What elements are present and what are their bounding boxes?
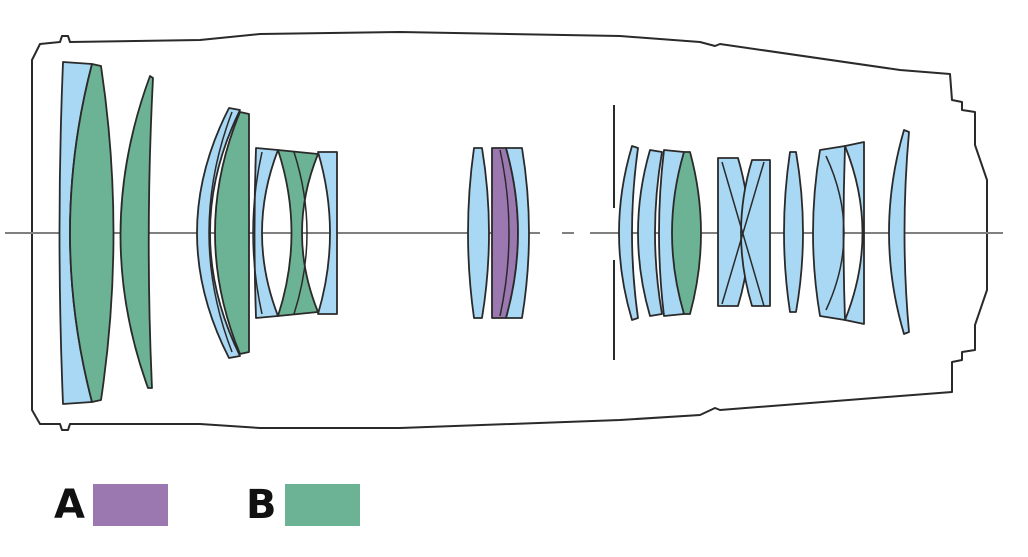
legend-item-b: B: [246, 480, 360, 530]
lens-element-20-normal: [844, 141, 865, 325]
lens-barrel-outline: [31, 31, 988, 431]
cemented-surface-7: [825, 155, 845, 311]
lens-element-11-normal: [505, 147, 530, 319]
legend-label-a: A: [54, 482, 85, 528]
cemented-surface-6: [721, 161, 765, 305]
lens-element-12-normal: [618, 145, 639, 321]
lens-element-4-normal: [196, 107, 241, 359]
lens-element-7-b-glass: [277, 149, 319, 317]
cemented-surface-2: [252, 151, 263, 315]
lens-element-8-normal: [317, 151, 338, 315]
lens-element-18-normal: [783, 151, 804, 313]
lens-element-17-normal: [740, 159, 771, 307]
lens-element-13-normal: [637, 149, 663, 317]
cemented-surface-3: [293, 151, 308, 315]
cemented-surface-1: [208, 111, 233, 353]
lens-element-2-b-glass: [69, 63, 115, 403]
cemented-surface-4: [499, 149, 510, 317]
legend-label-b: B: [246, 482, 277, 528]
lens-element-5-b-glass: [214, 111, 250, 355]
legend-swatch-b: [284, 484, 360, 526]
lens-element-9-normal: [467, 147, 490, 319]
legend-item-a: A: [54, 480, 168, 530]
lens-element-3-b-glass: [119, 75, 154, 389]
legend-swatch-a: [92, 484, 168, 526]
lens-element-21-normal: [888, 129, 910, 335]
lens-element-15-b-glass: [671, 151, 702, 315]
lens-element-19-normal: [812, 145, 846, 321]
